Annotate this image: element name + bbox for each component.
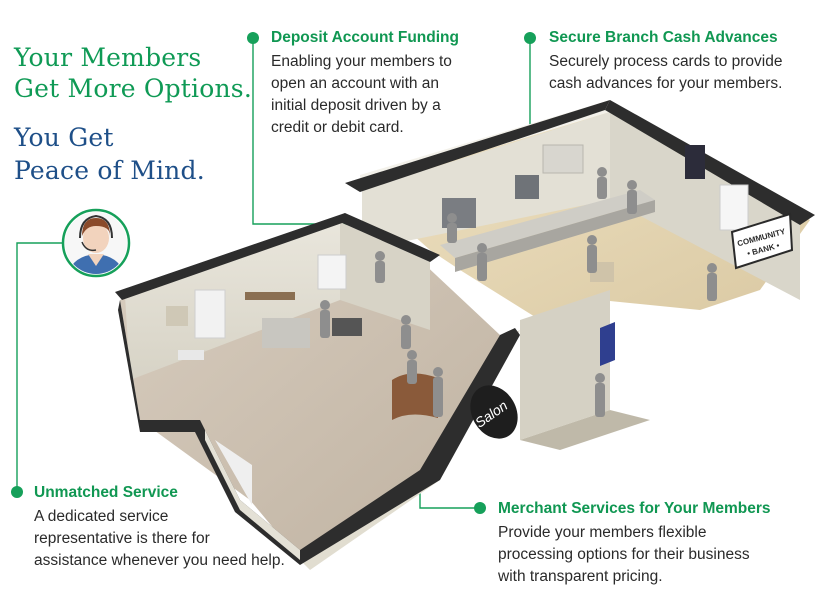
salon-front-wall	[205, 430, 300, 560]
person	[587, 235, 597, 273]
reception-desk	[392, 373, 438, 420]
person	[597, 167, 607, 199]
salon-front-window	[215, 440, 252, 505]
cash-callout-title: Secure Branch Cash Advances	[549, 29, 778, 46]
deposit-dot	[247, 32, 259, 44]
deposit-body-line: Enabling your members to	[271, 53, 452, 70]
people	[320, 167, 717, 417]
cash-machine	[515, 175, 539, 199]
person	[477, 243, 487, 281]
salon-window	[317, 254, 347, 290]
person	[320, 300, 330, 338]
merchant-dot	[474, 502, 486, 514]
merchant-callout-body: Provide your members flexible processing…	[498, 522, 750, 588]
merchant-body-line: processing options for their business	[498, 546, 750, 563]
wall-poster	[685, 145, 705, 179]
merchant-body-line: Provide your members flexible	[498, 524, 707, 541]
back-shelf	[542, 144, 584, 174]
wall-picture	[166, 306, 188, 326]
salon-shelf-unit	[194, 289, 226, 339]
salon-wall-cap	[115, 213, 345, 300]
vestibule-wall	[520, 290, 610, 440]
window	[719, 184, 749, 231]
salon-chair	[332, 318, 362, 336]
salon-wall-cap-side	[340, 213, 440, 262]
deposit-callout-title: Deposit Account Funding	[271, 29, 459, 46]
cash-dot	[524, 32, 536, 44]
service-connector-line	[16, 242, 64, 492]
headline-line-1: Your Members	[14, 43, 202, 72]
person	[595, 373, 605, 417]
cash-callout-body: Securely process cards to provide cash a…	[549, 51, 782, 95]
salon-right-wall-cap	[300, 328, 520, 565]
deposit-callout-body: Enabling your members to open an account…	[271, 51, 452, 139]
person	[447, 213, 457, 243]
person	[375, 251, 385, 283]
salon-left-wall-cap	[118, 300, 140, 432]
headline-line-4: Peace of Mind.	[14, 156, 205, 185]
atm-screen	[600, 322, 615, 366]
deposit-body-line: open an account with an	[271, 75, 440, 92]
cash-body-line: cash advances for your members.	[549, 75, 783, 92]
salon-back-wall	[125, 222, 340, 380]
teller-counter	[440, 190, 655, 258]
salon-sign: Salon	[470, 385, 518, 439]
product-display	[262, 318, 310, 348]
person	[401, 315, 411, 349]
salon-front-wall-cap	[140, 420, 300, 565]
person	[707, 263, 717, 301]
headset-representative-icon	[61, 208, 131, 278]
headline-line-3: You Get	[14, 123, 114, 152]
person	[433, 367, 443, 417]
person	[407, 350, 417, 384]
sink	[178, 350, 204, 360]
file-cabinet	[442, 198, 476, 228]
merchant-body-line: with transparent pricing.	[498, 568, 663, 585]
service-body-line: representative is there for	[34, 530, 210, 547]
merchant-callout-title: Merchant Services for Your Members	[498, 500, 771, 517]
service-callout-title: Unmatched Service	[34, 484, 178, 501]
service-body-line: assistance whenever you need help.	[34, 552, 285, 569]
service-body-line: A dedicated service	[34, 508, 169, 525]
deposit-body-line: initial deposit driven by a	[271, 97, 441, 114]
bank-wall-cap-left	[345, 100, 610, 192]
person	[627, 180, 637, 214]
bookshelf	[245, 292, 295, 300]
teller-counter-front	[455, 200, 655, 272]
headline-line-2: Get More Options.	[14, 74, 252, 103]
cash-body-line: Securely process cards to provide	[549, 53, 783, 70]
service-callout-body: A dedicated service representative is th…	[34, 506, 285, 572]
service-dot	[11, 486, 23, 498]
deposit-body-line: credit or debit card.	[271, 119, 404, 136]
bank-wall-cap	[605, 100, 815, 225]
vestibule-floor	[520, 410, 650, 450]
community-bank-sign: COMMUNITY • BANK •	[730, 212, 794, 270]
